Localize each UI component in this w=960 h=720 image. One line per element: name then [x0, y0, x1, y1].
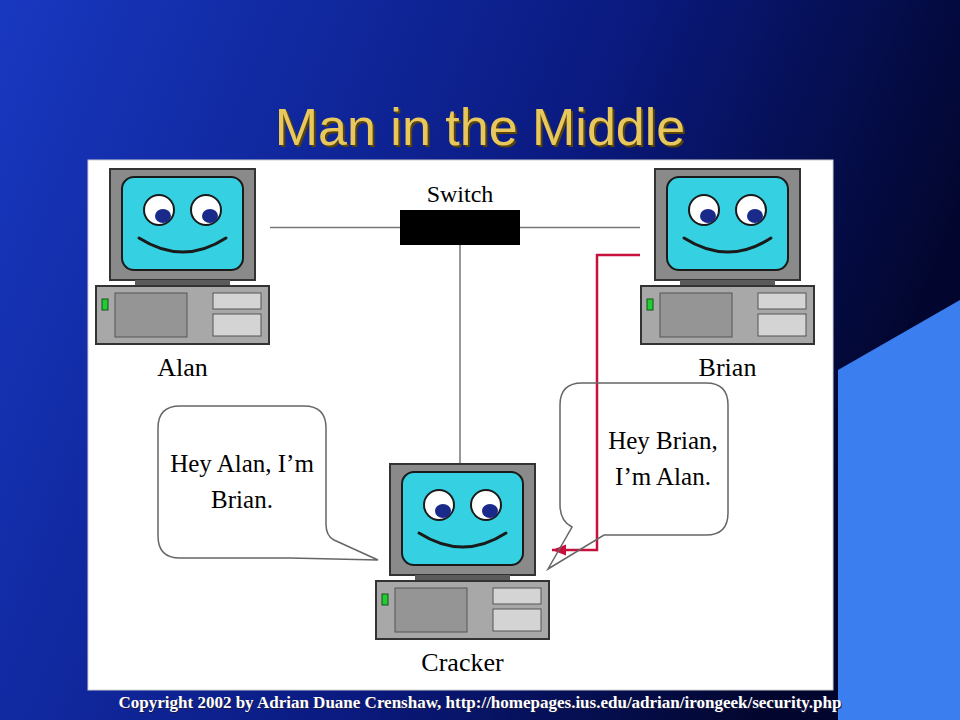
drive-bay: [213, 293, 261, 309]
eye: [471, 490, 501, 520]
bubble-shape: [548, 383, 728, 569]
computer-icon: [640, 168, 815, 345]
network-switch: Switch: [400, 210, 520, 245]
computer-node: Cracker: [375, 463, 550, 640]
power-led: [647, 299, 653, 310]
computer-name: Cracker: [421, 648, 503, 678]
smile: [139, 238, 226, 252]
background-accent: [838, 300, 960, 720]
eye: [191, 195, 221, 225]
computer-icon: [95, 168, 270, 345]
speech-bubble-outline: [158, 406, 326, 558]
smile: [684, 238, 771, 252]
eye: [736, 195, 766, 225]
computer-node: Brian: [640, 168, 815, 345]
pupil: [155, 209, 171, 223]
network-cable: [270, 227, 400, 229]
pupil: [747, 209, 763, 223]
drive-bay: [493, 588, 541, 604]
computer-icon: [375, 463, 550, 640]
pupil: [435, 504, 451, 518]
speech-text: Hey Brian, I’m Alan.: [606, 423, 720, 496]
speech-text: Hey Alan, I’m Brian.: [170, 446, 314, 519]
case-panel: [660, 293, 732, 337]
eye: [144, 195, 174, 225]
computer-node: Alan: [95, 168, 270, 345]
computer-case: [376, 581, 549, 639]
eye: [424, 490, 454, 520]
power-led: [102, 299, 108, 310]
pupil: [202, 209, 218, 223]
drive-bay: [758, 314, 806, 336]
diagram-panel: [88, 160, 833, 690]
smile: [419, 533, 506, 547]
network-cable: [459, 245, 461, 463]
monitor-frame: [390, 464, 535, 575]
speech-bubble: Hey Alan, I’m Brian.: [158, 406, 326, 558]
monitor-screen: [667, 177, 788, 270]
traffic-arrow: [552, 255, 640, 550]
drive-bay: [493, 609, 541, 631]
eye: [689, 195, 719, 225]
monitor-screen: [402, 472, 523, 565]
power-led: [382, 594, 388, 605]
monitor-frame: [655, 169, 800, 280]
monitor-frame: [110, 169, 255, 280]
network-cable: [520, 227, 640, 229]
case-panel: [115, 293, 187, 337]
pupil: [482, 504, 498, 518]
bubble-shape: [158, 406, 378, 560]
slide-title: Man in the Middle: [0, 96, 960, 158]
computer-case: [96, 286, 269, 344]
drive-bay: [213, 314, 261, 336]
case-panel: [395, 588, 467, 632]
speech-bubble: Hey Brian, I’m Alan.: [560, 383, 728, 535]
copyright-note: Copyright 2002 by Adrian Duane Crenshaw,…: [0, 692, 960, 714]
speech-bubble-outline: [560, 383, 728, 535]
computer-name: Brian: [699, 353, 757, 383]
computer-name: Alan: [157, 353, 208, 383]
monitor-screen: [122, 177, 243, 270]
computer-case: [641, 286, 814, 344]
pupil: [700, 209, 716, 223]
drive-bay: [758, 293, 806, 309]
switch-label: Switch: [427, 180, 494, 208]
